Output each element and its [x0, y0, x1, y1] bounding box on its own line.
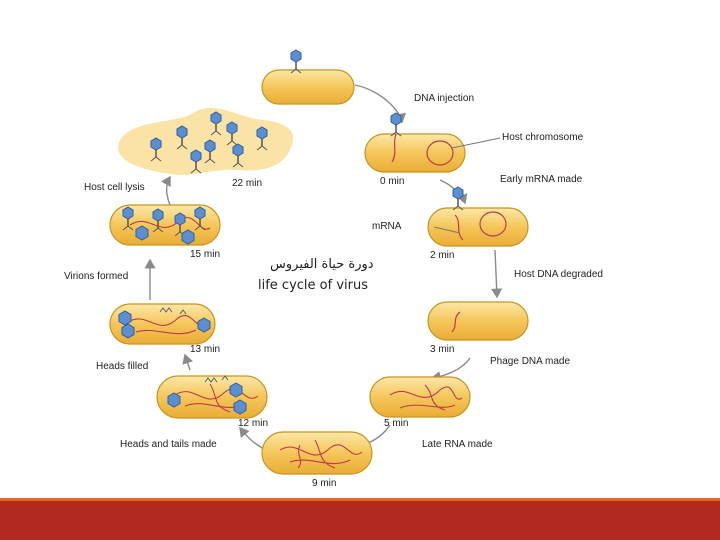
label-host-dna-degraded: Host DNA degraded — [514, 269, 603, 280]
label-heads-filled: Heads filled — [96, 361, 148, 372]
label-phage-dna-made: Phage DNA made — [490, 356, 570, 367]
time-2: 2 min — [430, 250, 454, 261]
cell-22-min-lysis — [118, 107, 294, 175]
cell-12-min — [156, 375, 268, 419]
cell-9-min — [261, 431, 373, 475]
stage-labels: DNA injection Host chromosome Early mRNA… — [64, 93, 603, 489]
cell-5-min — [369, 376, 471, 418]
caption-arabic: دورة حياة الفيروس — [270, 257, 374, 272]
footer-accent-line — [0, 498, 720, 501]
cell-2-min — [427, 186, 529, 247]
label-dna-injection: DNA injection — [414, 93, 474, 104]
time-3: 3 min — [430, 344, 454, 355]
label-heads-tails: Heads and tails made — [120, 439, 217, 450]
pointer-lines — [433, 137, 501, 234]
label-late-rna: Late RNA made — [422, 439, 493, 450]
arrow-phage-dna-made — [430, 357, 471, 383]
cell-0-min — [364, 112, 466, 173]
time-9: 9 min — [312, 478, 336, 489]
label-host-chromosome: Host chromosome — [502, 132, 584, 143]
time-15: 15 min — [190, 249, 220, 260]
footer-bar — [0, 501, 720, 540]
arrow-lysis — [160, 175, 171, 206]
arrow-host-dna-degraded — [491, 249, 503, 299]
arrow-heads-filled — [182, 353, 193, 371]
time-12: 12 min — [238, 418, 268, 429]
time-22: 22 min — [232, 178, 262, 189]
time-13: 13 min — [190, 344, 220, 355]
cell-15-min — [109, 204, 221, 246]
cell-3-min — [427, 301, 529, 341]
label-mrna: mRNA — [372, 221, 402, 232]
time-5: 5 min — [384, 418, 408, 429]
label-virions-formed: Virions formed — [64, 271, 128, 282]
cell-13-min — [109, 303, 216, 345]
label-early-mrna: Early mRNA made — [500, 174, 583, 185]
label-host-cell-lysis: Host cell lysis — [84, 182, 145, 193]
cell-attachment — [261, 49, 355, 105]
time-0: 0 min — [380, 176, 404, 187]
caption-english: life cycle of virus — [258, 278, 368, 293]
